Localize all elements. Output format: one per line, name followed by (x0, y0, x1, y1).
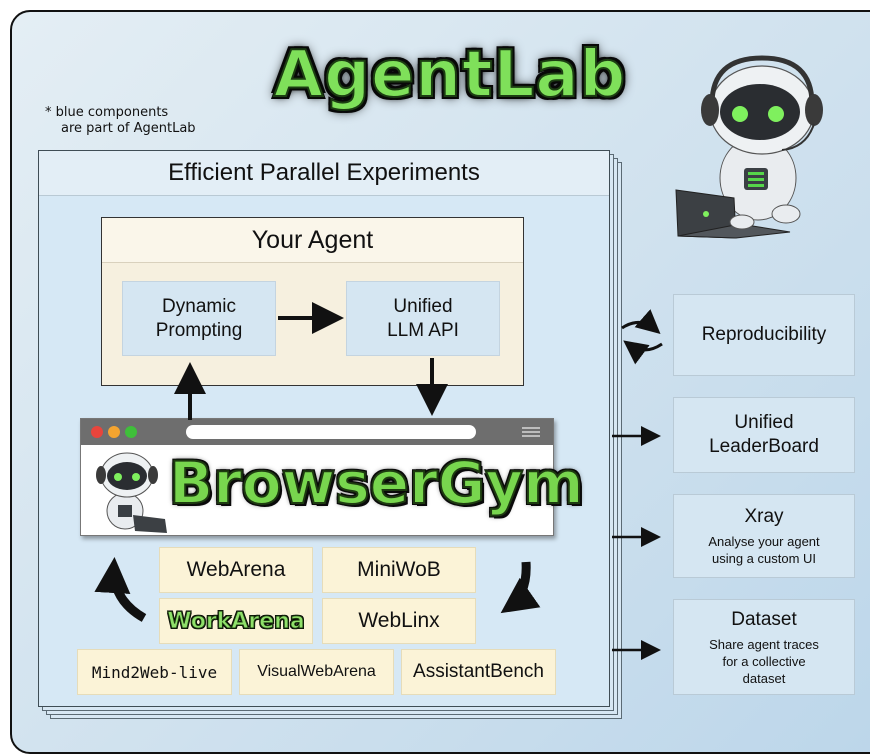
benchmark-assistantbench: AssistantBench (401, 649, 556, 695)
unified-llm-api-box: Unified LLM API (346, 281, 500, 356)
benchmark-mind2web-live: Mind2Web-live (77, 649, 232, 695)
benchmarks-up-arrow (94, 557, 147, 622)
benchmark-workarena: WorkArena (159, 598, 313, 644)
maximize-dot-icon (125, 426, 137, 438)
benchmark-miniwob: MiniWoB (322, 547, 476, 593)
unified-llm-api-line2: LLM API (387, 319, 459, 341)
feature-reproducibility-title: Reproducibility (701, 324, 827, 345)
feature-dataset-sub1: Share agent traces (709, 636, 819, 652)
feature-leaderboard-line2: LeaderBoard (709, 436, 819, 457)
minimize-dot-icon (108, 426, 120, 438)
repro-arrow-right (621, 309, 661, 334)
agentlab-title: AgentLab (273, 37, 627, 113)
feature-unified-leaderboard: Unified LeaderBoard (673, 397, 855, 473)
feature-dataset-sub3: dataset (742, 670, 786, 686)
benchmark-weblinx: WebLinx (322, 598, 476, 644)
dynamic-prompting-line1: Dynamic (162, 295, 236, 317)
feature-xray-title: Xray (744, 506, 784, 527)
dynamic-prompting-line2: Prompting (155, 319, 243, 341)
diagram-arrows (94, 302, 663, 660)
small-robot-icon (96, 452, 167, 533)
repro-arrow-left (623, 340, 663, 365)
feature-xray-sub2: using a custom UI (711, 551, 817, 566)
browser-title-bar (81, 419, 553, 445)
benchmark-visualwebarena: VisualWebArena (239, 649, 394, 695)
close-dot-icon (91, 426, 103, 438)
dynamic-prompting-box: Dynamic Prompting (122, 281, 276, 356)
feature-reproducibility: Reproducibility (673, 294, 855, 376)
browsergym-logo: BrowserGym (168, 448, 585, 518)
legend-note-line1: * blue components (45, 105, 169, 120)
unified-llm-api-line1: Unified (393, 295, 453, 317)
feature-xray-sub1: Analyse your agent (708, 534, 820, 549)
feature-dataset-title: Dataset (731, 608, 797, 630)
feature-leaderboard-line1: Unified (734, 412, 794, 433)
legend-note-line2: are part of AgentLab (61, 121, 196, 136)
your-agent-header: Your Agent (102, 218, 523, 263)
feature-xray: Xray Analyse your agent using a custom U… (673, 494, 855, 578)
robot-with-laptop-icon (675, 55, 823, 239)
browsergym-window: BrowserGym (80, 418, 585, 536)
benchmarks-down-arrow (500, 561, 541, 614)
benchmark-webarena: WebArena (159, 547, 313, 593)
browser-url-bar (186, 425, 476, 439)
legend-note: * blue components are part of AgentLab (45, 105, 196, 137)
feature-dataset: Dataset Share agent traces for a collect… (673, 599, 855, 695)
your-agent-box: Your Agent (101, 217, 524, 386)
experiments-panel-header: Efficient Parallel Experiments (39, 151, 609, 196)
feature-dataset-sub2: for a collective (722, 653, 806, 669)
